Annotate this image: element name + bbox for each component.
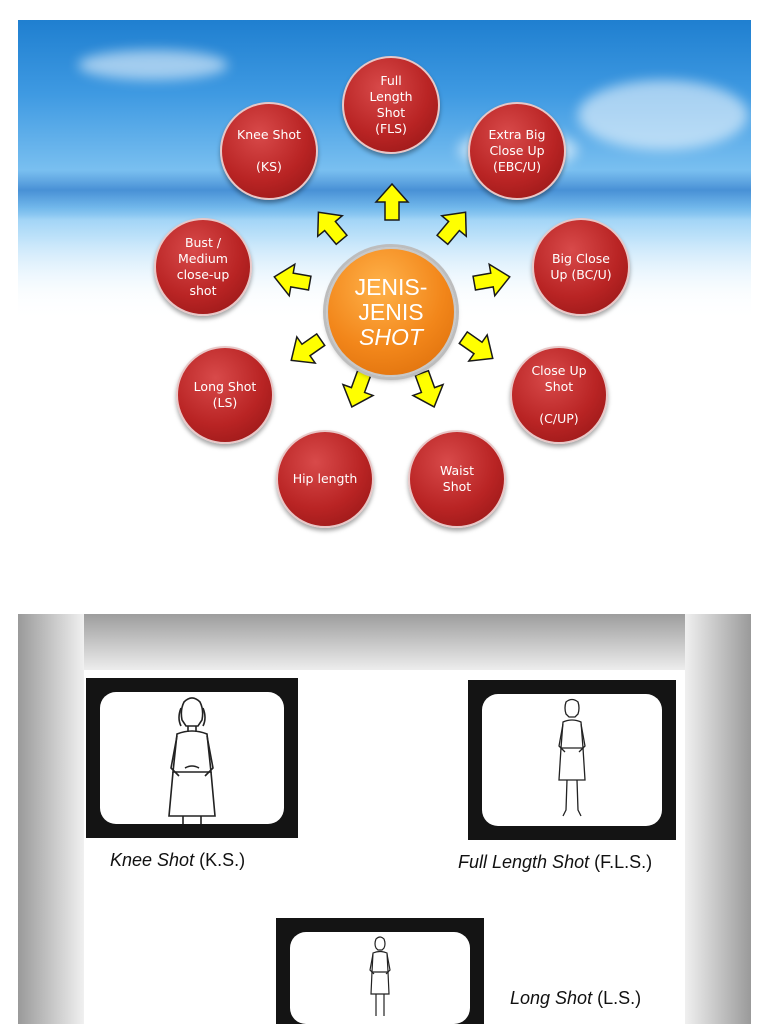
bubble-bust-medium-close-up: Bust / Medium close-up shot (154, 218, 252, 316)
arrow-down-icon (334, 365, 382, 415)
frame-top-shade (18, 614, 751, 670)
caption-title: Full Length Shot (458, 852, 590, 872)
tv-screen (100, 692, 284, 824)
arrow-left-icon (269, 259, 315, 301)
tv-long-shot (276, 918, 484, 1024)
caption-full-length-shot: Full Length Shot (F.L.S.) (458, 852, 652, 873)
arrow-up-left-icon (303, 199, 356, 253)
center-line-2: JENIS (358, 298, 424, 325)
woman-figure-long-icon (369, 936, 391, 1016)
arrow-up-icon (374, 182, 410, 222)
cloud-decoration (578, 80, 748, 150)
caption-knee-shot: Knee Shot (K.S.) (110, 850, 245, 871)
center-line-1: JENIS- (354, 273, 428, 300)
woman-figure-full-icon (558, 698, 586, 817)
cloud-decoration (78, 50, 228, 80)
caption-title: Long Shot (510, 988, 593, 1008)
arrow-up-right-icon (427, 199, 480, 253)
examples-panel: Knee Shot (K.S.) Full Length Shot (F.L.S… (84, 670, 685, 1024)
bubble-close-up-shot: Close Up Shot (C/UP) (510, 346, 608, 444)
caption-abbr: (F.L.S.) (589, 852, 653, 872)
bubble-hip-length: Hip length (276, 430, 374, 528)
tv-knee-shot (86, 678, 298, 838)
center-line-3: SHOT (359, 323, 423, 350)
frame-right-shade (685, 614, 751, 1024)
bubble-knee-shot: Knee Shot (KS) (220, 102, 318, 200)
caption-long-shot: Long Shot (L.S.) (510, 988, 641, 1009)
arrow-down-icon (404, 365, 452, 415)
arrow-down-right-icon (451, 322, 504, 374)
arrow-right-icon (469, 259, 515, 301)
caption-abbr: (L.S.) (592, 988, 642, 1008)
shot-examples-slide: Knee Shot (K.S.) Full Length Shot (F.L.S… (18, 614, 751, 1024)
woman-figure-knee-icon (168, 697, 216, 824)
tv-screen (290, 932, 470, 1024)
tv-full-length-shot (468, 680, 676, 840)
caption-abbr: (K.S.) (194, 850, 246, 870)
bubble-extra-big-close-up: Extra Big Close Up (EBC/U) (468, 102, 566, 200)
bubble-big-close-up: Big Close Up (BC/U) (532, 218, 630, 316)
shot-types-diagram-slide: Full Length Shot (FLS) Extra Big Close U… (18, 20, 751, 565)
arrow-down-left-icon (279, 324, 332, 376)
frame-left-shade (18, 614, 84, 1024)
bubble-waist-shot: Waist Shot (408, 430, 506, 528)
bubble-full-length-shot: Full Length Shot (FLS) (342, 56, 440, 154)
center-circle-jenis-shot: JENIS- JENIS SHOT (326, 247, 456, 377)
caption-title: Knee Shot (110, 850, 195, 870)
bubble-long-shot: Long Shot (LS) (176, 346, 274, 444)
tv-screen (482, 694, 662, 826)
